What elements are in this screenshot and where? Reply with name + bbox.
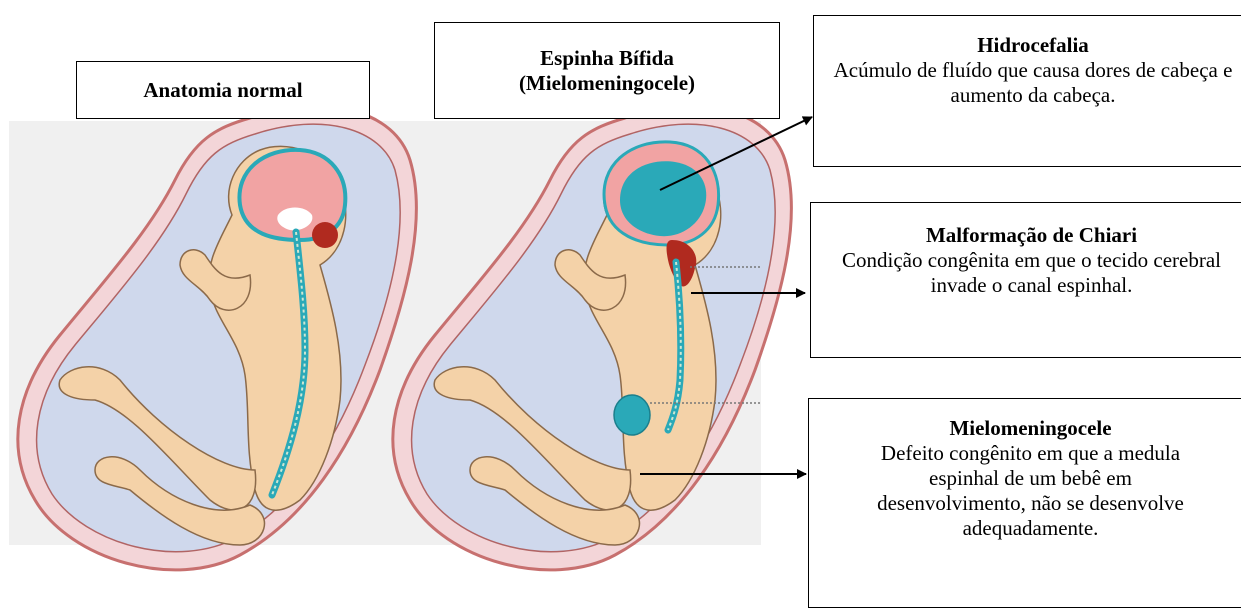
cerebellum-normal bbox=[312, 222, 338, 248]
title-spina-bifida: Espinha Bífida (Mielomeningocele) bbox=[434, 22, 780, 119]
callout-chiari: Malformação de Chiari Condição congênita… bbox=[810, 202, 1241, 358]
callout-hydrocephalus-text: Acúmulo de fluído que causa dores de cab… bbox=[834, 58, 1233, 107]
callout-myelomeningocele-title: Mielomeningocele bbox=[829, 416, 1232, 441]
title-normal-text: Anatomia normal bbox=[143, 78, 302, 103]
title-normal-anatomy: Anatomia normal bbox=[76, 61, 370, 119]
callout-chiari-text: Condição congênita em que o tecido cereb… bbox=[842, 248, 1221, 297]
title-spina-line1: Espinha Bífida bbox=[540, 46, 674, 71]
myelomeningocele-sac bbox=[614, 395, 650, 435]
callout-myelomeningocele-text: Defeito congênito em que a medula espinh… bbox=[866, 441, 1196, 541]
spina-bifida-fetus-illustration bbox=[393, 107, 792, 570]
callout-hydrocephalus-title: Hidrocefalia bbox=[832, 33, 1234, 58]
callout-chiari-title: Malformação de Chiari bbox=[823, 223, 1240, 248]
callout-myelomeningocele: Mielomeningocele Defeito congênito em qu… bbox=[808, 398, 1241, 608]
normal-fetus-illustration bbox=[18, 107, 417, 570]
title-spina-line2: (Mielomeningocele) bbox=[519, 71, 695, 96]
callout-hydrocephalus: Hidrocefalia Acúmulo de fluído que causa… bbox=[813, 15, 1241, 167]
